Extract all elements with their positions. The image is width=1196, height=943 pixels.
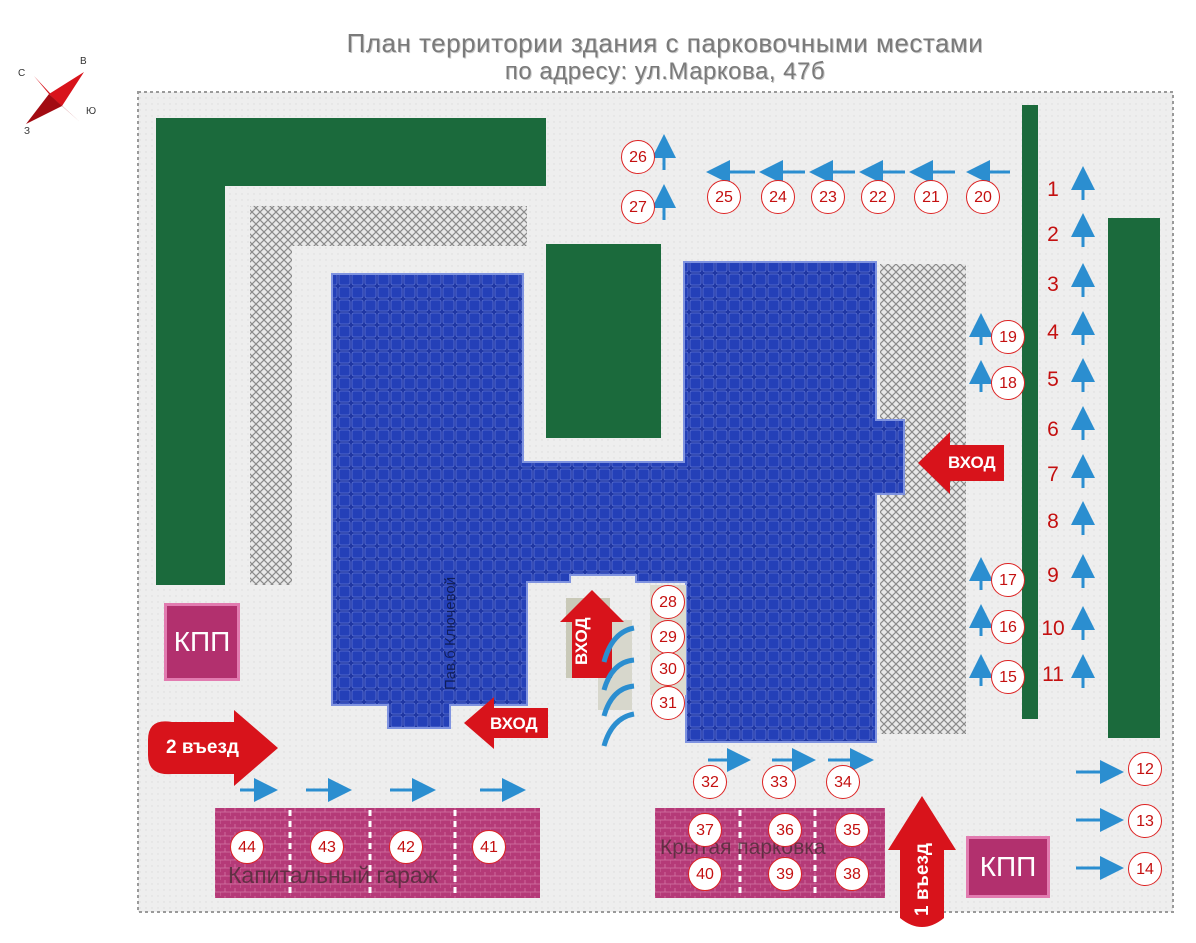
covered-parking-label: Крытая парковка bbox=[660, 836, 826, 859]
parking-space-35: 35 bbox=[835, 813, 869, 847]
parking-space-22: 22 bbox=[861, 180, 895, 214]
parking-space-27: 27 bbox=[621, 190, 655, 224]
compass: С В Ю З bbox=[14, 54, 104, 144]
parking-space-41: 41 bbox=[472, 830, 506, 864]
parking-space-39: 39 bbox=[768, 857, 802, 891]
compass-e: В bbox=[80, 56, 87, 67]
parking-space-34: 34 bbox=[826, 765, 860, 799]
parking-space-30: 30 bbox=[651, 652, 685, 686]
entry1-arrow[interactable] bbox=[888, 796, 956, 927]
parking-space-23: 23 bbox=[811, 180, 845, 214]
entrance-arrow-south[interactable] bbox=[464, 697, 548, 749]
building bbox=[331, 261, 905, 743]
lawn-courtyard bbox=[546, 244, 661, 438]
parking-space-16: 16 bbox=[991, 610, 1025, 644]
lawn-northwest bbox=[156, 118, 546, 585]
map-address: по адресу: ул.Маркова, 47б bbox=[504, 58, 826, 85]
parking-space-12: 12 bbox=[1128, 752, 1162, 786]
parking-space-10: 10 bbox=[1041, 617, 1065, 640]
parking-space-40: 40 bbox=[688, 857, 722, 891]
parking-space-6: 6 bbox=[1047, 418, 1059, 441]
parking-space-37: 37 bbox=[688, 813, 722, 847]
entrance-label-east: ВХОД bbox=[948, 453, 996, 472]
parking-space-33: 33 bbox=[762, 765, 796, 799]
parking-space-26: 26 bbox=[621, 140, 655, 174]
parking-space-19: 19 bbox=[991, 320, 1025, 354]
parking-space-28: 28 bbox=[651, 585, 685, 619]
entrance-label-up: ВХОД bbox=[572, 617, 591, 665]
path-hatched-west bbox=[250, 206, 527, 585]
compass-s: Ю bbox=[86, 106, 97, 117]
compass-n: С bbox=[18, 68, 26, 79]
entrance-flow-arrows bbox=[601, 625, 635, 747]
parking-space-13: 13 bbox=[1128, 804, 1162, 838]
parking-space-1: 1 bbox=[1047, 178, 1059, 201]
parking-space-24: 24 bbox=[761, 180, 795, 214]
parking-space-31: 31 bbox=[651, 686, 685, 720]
parking-space-5: 5 bbox=[1047, 368, 1059, 391]
parking-space-29: 29 bbox=[651, 620, 685, 654]
parking-space-32: 32 bbox=[693, 765, 727, 799]
building-side-label: Пав.б Ключевой bbox=[442, 576, 459, 690]
lawn-divider bbox=[1022, 105, 1038, 719]
parking-space-3: 3 bbox=[1047, 273, 1059, 296]
entry2-arrow[interactable] bbox=[148, 710, 278, 786]
parking-space-43: 43 bbox=[310, 830, 344, 864]
parking-space-42: 42 bbox=[389, 830, 423, 864]
parking-space-2: 2 bbox=[1047, 223, 1059, 246]
path-hatched-east bbox=[880, 264, 966, 734]
parking-space-14: 14 bbox=[1128, 852, 1162, 886]
parking-space-44: 44 bbox=[230, 830, 264, 864]
entrance-arrow-east[interactable] bbox=[918, 432, 1004, 494]
parking-space-36: 36 bbox=[768, 813, 802, 847]
parking-space-18: 18 bbox=[991, 366, 1025, 400]
parking-space-9: 9 bbox=[1047, 564, 1059, 587]
parking-space-4: 4 bbox=[1047, 321, 1059, 344]
parking-space-11: 11 bbox=[1042, 663, 1064, 686]
parking-space-8: 8 bbox=[1047, 510, 1059, 533]
entry2-label: 2 въезд bbox=[166, 737, 239, 758]
parking-space-15: 15 bbox=[991, 660, 1025, 694]
parking-space-7: 7 bbox=[1047, 463, 1059, 486]
parking-space-21: 21 bbox=[914, 180, 948, 214]
parking-space-25: 25 bbox=[707, 180, 741, 214]
entry1-label: 1 въезд bbox=[912, 843, 933, 916]
compass-w: З bbox=[24, 126, 31, 137]
parking-space-38: 38 bbox=[835, 857, 869, 891]
parking-space-20: 20 bbox=[966, 180, 1000, 214]
lawn-east bbox=[1108, 218, 1160, 738]
checkpoint-east: КПП bbox=[966, 836, 1050, 898]
entrance-label-south: ВХОД bbox=[490, 714, 538, 733]
garage-label: Капитальный гараж bbox=[228, 862, 439, 888]
map-title: План территории здания с парковочными ме… bbox=[346, 28, 984, 58]
checkpoint-west: КПП bbox=[164, 603, 240, 681]
parking-space-17: 17 bbox=[991, 563, 1025, 597]
